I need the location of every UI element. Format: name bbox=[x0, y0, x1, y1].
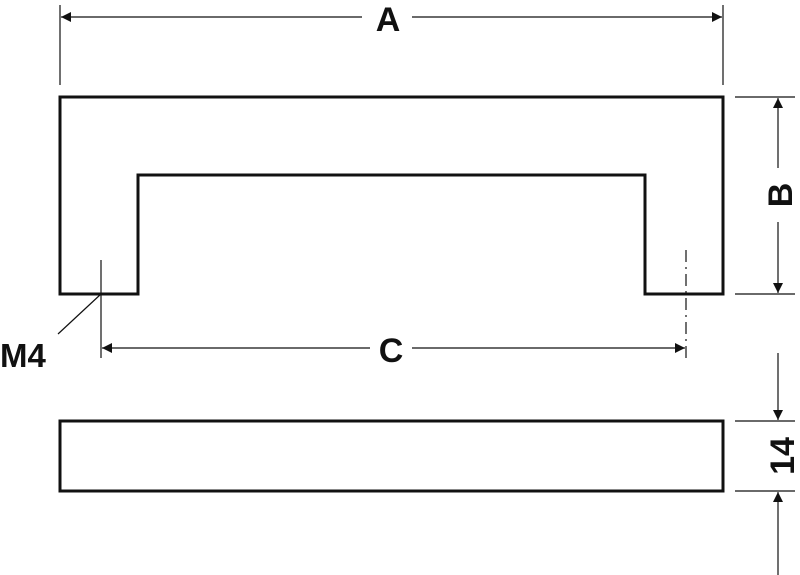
dimension-b-label: B bbox=[762, 183, 800, 208]
dimension-a-label: A bbox=[376, 1, 401, 39]
dimension-c: C bbox=[100, 250, 687, 370]
dimension-thickness: 14 bbox=[735, 353, 800, 575]
thread-leader-line bbox=[57, 293, 102, 335]
handle-side-view-outline bbox=[58, 419, 725, 493]
dimension-b: B bbox=[735, 96, 800, 295]
handle-top-view-outline bbox=[58, 95, 725, 296]
dimension-a: A bbox=[59, 1, 724, 85]
dimension-c-label: C bbox=[379, 332, 404, 370]
thread-label-m4: M4 bbox=[0, 337, 46, 374]
dimension-thickness-label: 14 bbox=[764, 437, 800, 475]
thread-callout: M4 bbox=[0, 293, 102, 374]
